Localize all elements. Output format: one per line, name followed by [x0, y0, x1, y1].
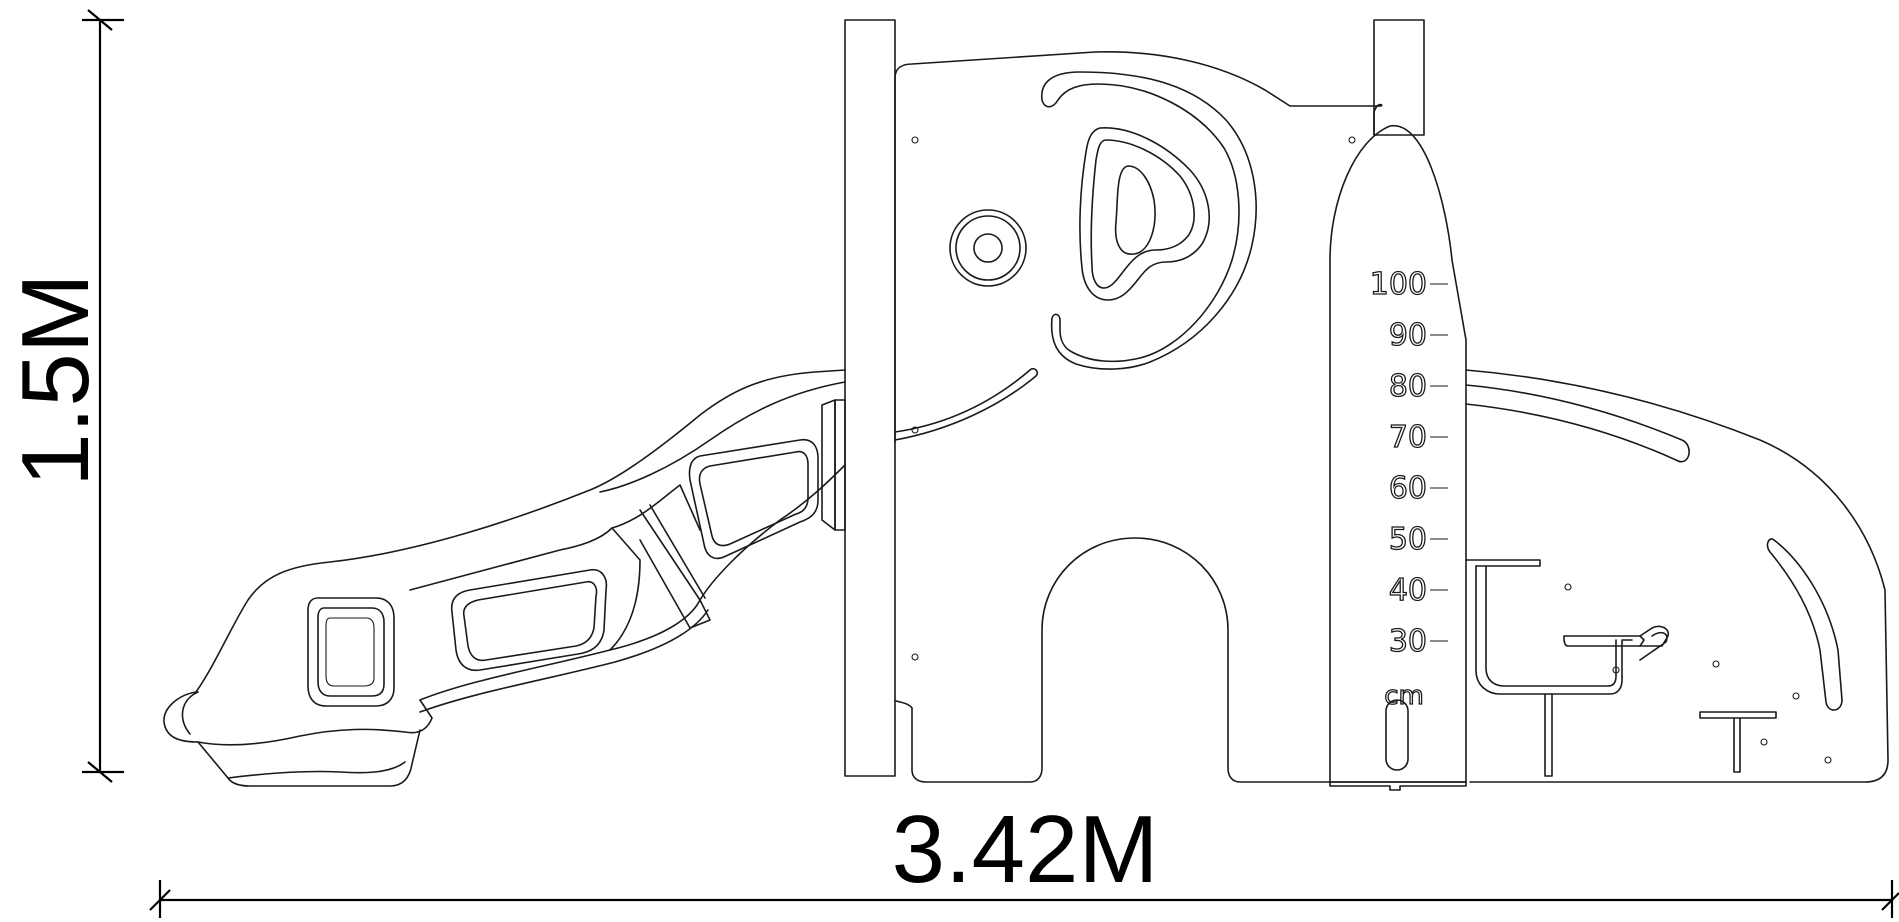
front-post — [844, 19, 896, 777]
height-scale-unit: cm — [1384, 681, 1424, 711]
width-dimension: 3.42M — [149, 796, 1899, 918]
height-scale-label: 70 — [1389, 420, 1427, 455]
height-scale-label: 50 — [1389, 522, 1427, 557]
slide — [163, 369, 846, 787]
eye — [949, 209, 1027, 287]
height-scale-label: 90 — [1389, 318, 1427, 353]
rear-post — [1373, 19, 1425, 136]
height-scale-label: 100 — [1370, 267, 1427, 302]
height-scale-label: 80 — [1389, 369, 1427, 404]
height-scale-marks: 100 90 80 70 60 50 40 30 — [1369, 266, 1448, 660]
height-scale-label: 40 — [1389, 573, 1427, 608]
height-scale-label: 30 — [1389, 624, 1427, 659]
height-dimension: 1.5M — [2, 9, 124, 783]
height-scale-label: 60 — [1389, 471, 1427, 506]
height-dimension-label: 1.5M — [2, 273, 109, 486]
width-dimension-label: 3.42M — [892, 796, 1159, 903]
elephant-panel — [894, 51, 1889, 783]
height-measuring-stick — [1329, 125, 1467, 791]
